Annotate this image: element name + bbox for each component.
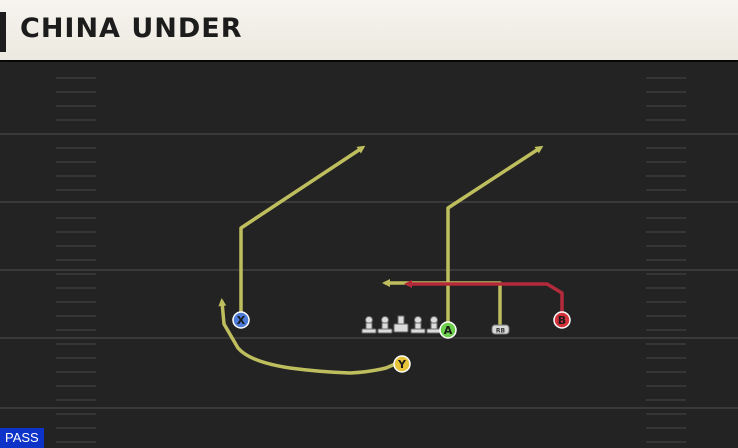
player-a-marker[interactable]: A	[439, 321, 457, 339]
lineman-icon	[410, 316, 426, 334]
player-x-label: X	[237, 314, 246, 327]
route-y	[218, 298, 402, 375]
routes	[218, 145, 564, 375]
hash-marks	[56, 77, 686, 443]
player-y-marker[interactable]: Y	[393, 355, 411, 373]
center-icon	[393, 315, 409, 333]
route-a	[446, 145, 544, 328]
running-back-marker[interactable]: RB	[491, 324, 510, 335]
play-diagram: RB X A B Y	[0, 77, 738, 443]
player-x-marker[interactable]: X	[232, 311, 250, 329]
player-a-label: A	[444, 324, 453, 337]
running-back-label: RB	[496, 328, 506, 335]
player-b-label: B	[558, 314, 566, 327]
play-title: CHINA UNDER	[20, 13, 243, 44]
route-b	[404, 280, 564, 316]
offensive-line	[361, 315, 442, 334]
playbook-field: RB X A B Y	[0, 62, 738, 448]
lineman-icon	[361, 316, 377, 334]
player-b-marker[interactable]: B	[553, 311, 571, 329]
play-type-badge: PASS	[0, 428, 44, 448]
route-x	[239, 145, 366, 318]
player-y-label: Y	[397, 358, 407, 371]
lineman-icon	[377, 316, 393, 334]
lineman-icon	[426, 316, 442, 334]
yard-lines	[0, 133, 738, 409]
play-title-bar: CHINA UNDER	[0, 0, 738, 60]
